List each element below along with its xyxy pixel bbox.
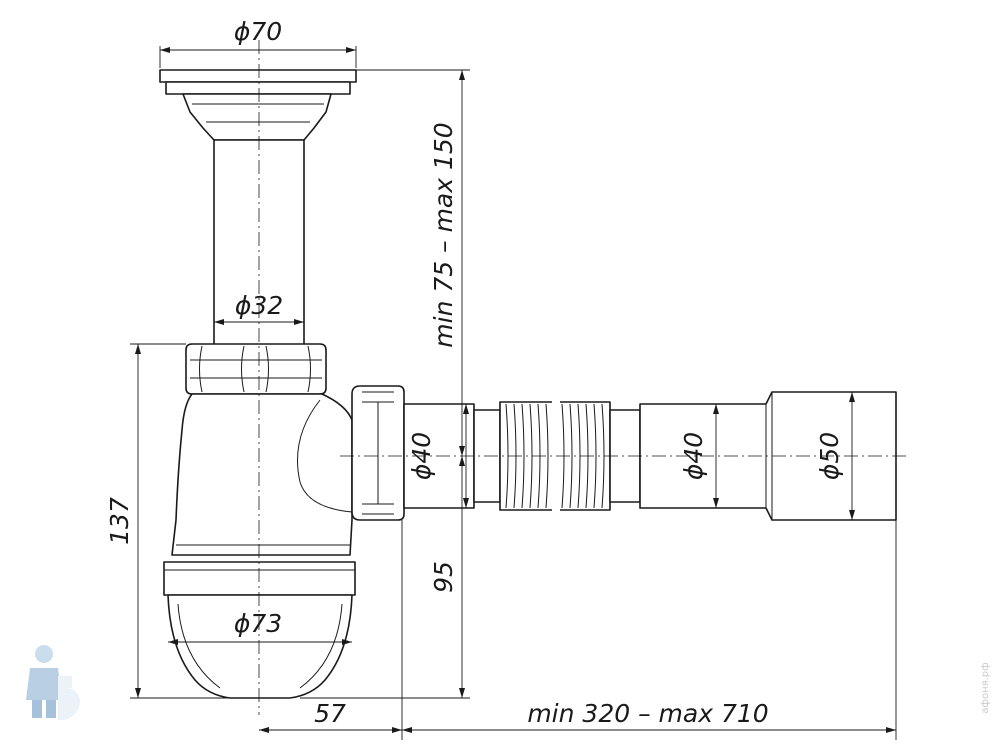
outlet-height-label: 95 — [429, 561, 458, 593]
bowl-diameter-label: ϕ73 — [234, 609, 282, 638]
hose-rib — [545, 403, 549, 509]
hose-rib — [569, 403, 573, 509]
hose-rib — [577, 403, 581, 509]
bottom-cup — [163, 561, 356, 699]
dimension-arrows — [135, 47, 896, 733]
length-range-label: min 320 – max 710 — [527, 699, 768, 728]
hose-rib — [529, 403, 533, 509]
dimension-lines — [130, 46, 897, 740]
total-height-label: 137 — [105, 497, 134, 545]
union-nut — [185, 343, 327, 395]
hose-rib — [505, 403, 509, 509]
hose-rib — [521, 403, 525, 509]
hose-rib — [593, 403, 597, 509]
bottle-body — [171, 393, 353, 556]
outlet-offset-label: 57 — [314, 699, 346, 728]
hose-rib — [601, 403, 605, 509]
watermark-text: афоня.рф — [980, 662, 991, 713]
height-range-label: min 75 – max 150 — [429, 122, 458, 347]
pipe-diameter-label: ϕ32 — [235, 291, 283, 320]
outlet-diameter-right-label: ϕ40 — [679, 432, 708, 480]
end-diameter-label: ϕ50 — [815, 432, 844, 480]
flange-diameter-label: ϕ70 — [234, 17, 282, 46]
plumber-mascot-icon — [26, 645, 80, 720]
sink-flange — [159, 69, 357, 141]
center-lines — [258, 40, 910, 715]
outlet-diameter-left-label: ϕ40 — [407, 432, 436, 480]
